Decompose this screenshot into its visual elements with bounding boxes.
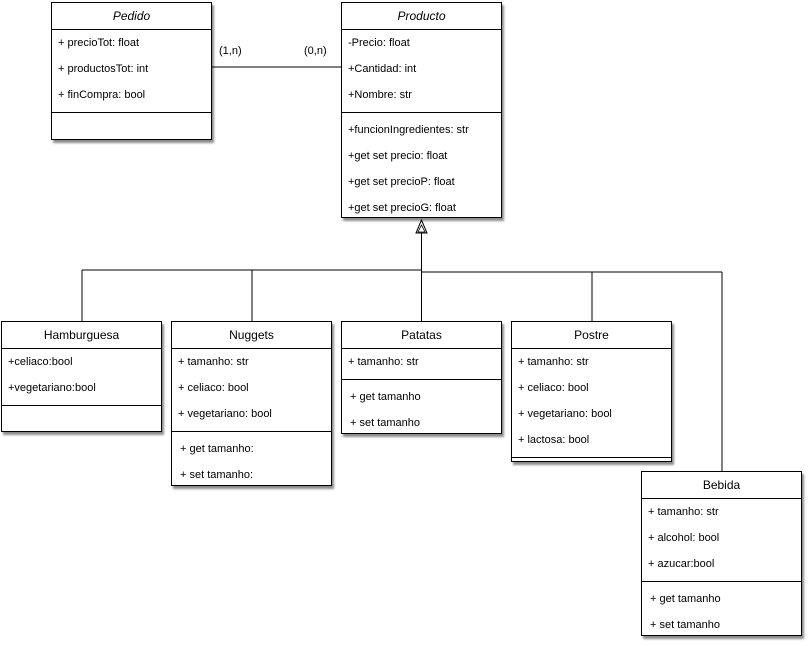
class-bebida[interactable]: Bebida + tamanho: str + alcohol: bool + … xyxy=(641,471,802,636)
attribute: +Nombre: str xyxy=(348,89,412,101)
class-nuggets[interactable]: Nuggets + tamanho: str + celiaco: bool +… xyxy=(171,321,332,486)
attribute: + tamanho: str xyxy=(348,356,419,368)
attribute: + tamanho: str xyxy=(178,356,249,368)
operation-list: + get tamanho + set tamanho xyxy=(642,582,801,638)
class-name: Hamburguesa xyxy=(2,322,161,349)
attribute: + alcohol: bool xyxy=(648,532,720,544)
attribute: + precioTot: float xyxy=(58,37,140,49)
attribute: +celiaco:bool xyxy=(8,356,73,368)
attribute: + celiaco: bool xyxy=(178,382,249,394)
attribute: + vegetariano: bool xyxy=(518,408,612,420)
attribute: -Precio: float xyxy=(348,37,410,49)
compartment-divider xyxy=(172,431,331,432)
class-patatas[interactable]: Patatas + tamanho: str + get tamanho + s… xyxy=(341,321,502,434)
attribute: + finCompra: bool xyxy=(58,89,146,101)
operation: + set tamanho xyxy=(350,417,421,429)
attribute: + lactosa: bool xyxy=(518,434,590,446)
attribute: + vegetariano: bool xyxy=(178,408,272,420)
class-hamburguesa[interactable]: Hamburguesa +celiaco:bool +vegetariano:b… xyxy=(1,321,162,432)
attribute-list: + tamanho: str xyxy=(342,349,501,375)
class-name: Bebida xyxy=(642,472,801,499)
operation-list: + get tamanho: + set tamanho: xyxy=(172,432,331,488)
attribute-list: -Precio: float +Cantidad: int +Nombre: s… xyxy=(342,30,501,108)
operation-list: +funcionIngredientes: str +get set preci… xyxy=(342,113,501,221)
inheritance-arrowhead-icon-inner xyxy=(417,224,426,233)
attribute: +vegetariano:bool xyxy=(8,382,96,394)
compartment-divider xyxy=(52,112,211,113)
attribute-list: + tamanho: str + alcohol: bool + azucar:… xyxy=(642,499,801,577)
compartment-divider xyxy=(2,405,161,406)
class-name: Producto xyxy=(342,3,501,30)
class-name: Pedido xyxy=(52,3,211,30)
attribute: + azucar:bool xyxy=(648,558,715,570)
compartment-divider xyxy=(642,581,801,582)
class-name: Nuggets xyxy=(172,322,331,349)
compartment-divider xyxy=(342,112,501,113)
class-producto[interactable]: Producto -Precio: float +Cantidad: int +… xyxy=(341,2,502,218)
class-name: Patatas xyxy=(342,322,501,349)
attribute-list: +celiaco:bool +vegetariano:bool xyxy=(2,349,161,401)
attribute-list: + tamanho: str + celiaco: bool + vegetar… xyxy=(172,349,331,427)
class-name: Postre xyxy=(512,322,671,349)
attribute: +Cantidad: int xyxy=(348,63,417,75)
operation: + get tamanho xyxy=(650,593,721,605)
pedido-multiplicity: (1,n) xyxy=(219,45,242,57)
operation: +get set precioG: float xyxy=(348,202,456,214)
operation: +get set precioP: float xyxy=(348,176,455,188)
compartment-divider xyxy=(342,379,501,380)
operation: + set tamanho: xyxy=(180,469,254,481)
attribute: + tamanho: str xyxy=(518,356,589,368)
class-pedido[interactable]: Pedido + precioTot: float + productosTot… xyxy=(51,2,212,140)
attribute: + tamanho: str xyxy=(648,506,719,518)
attribute: + celiaco: bool xyxy=(518,382,589,394)
operation: + set tamanho xyxy=(650,619,721,631)
attribute: + productosTot: int xyxy=(58,63,149,75)
producto-multiplicity: (0,n) xyxy=(304,45,327,57)
compartment-divider xyxy=(512,457,671,458)
operation-list: + get tamanho + set tamanho xyxy=(342,380,501,436)
operation: + get tamanho: xyxy=(180,443,254,455)
operation: +funcionIngredientes: str xyxy=(348,124,469,136)
attribute-list: + precioTot: float + productosTot: int +… xyxy=(52,30,211,108)
class-postre[interactable]: Postre + tamanho: str + celiaco: bool + … xyxy=(511,321,672,462)
operation: + get tamanho xyxy=(350,391,421,403)
operation: +get set precio: float xyxy=(348,150,448,162)
attribute-list: + tamanho: str + celiaco: bool + vegetar… xyxy=(512,349,671,453)
